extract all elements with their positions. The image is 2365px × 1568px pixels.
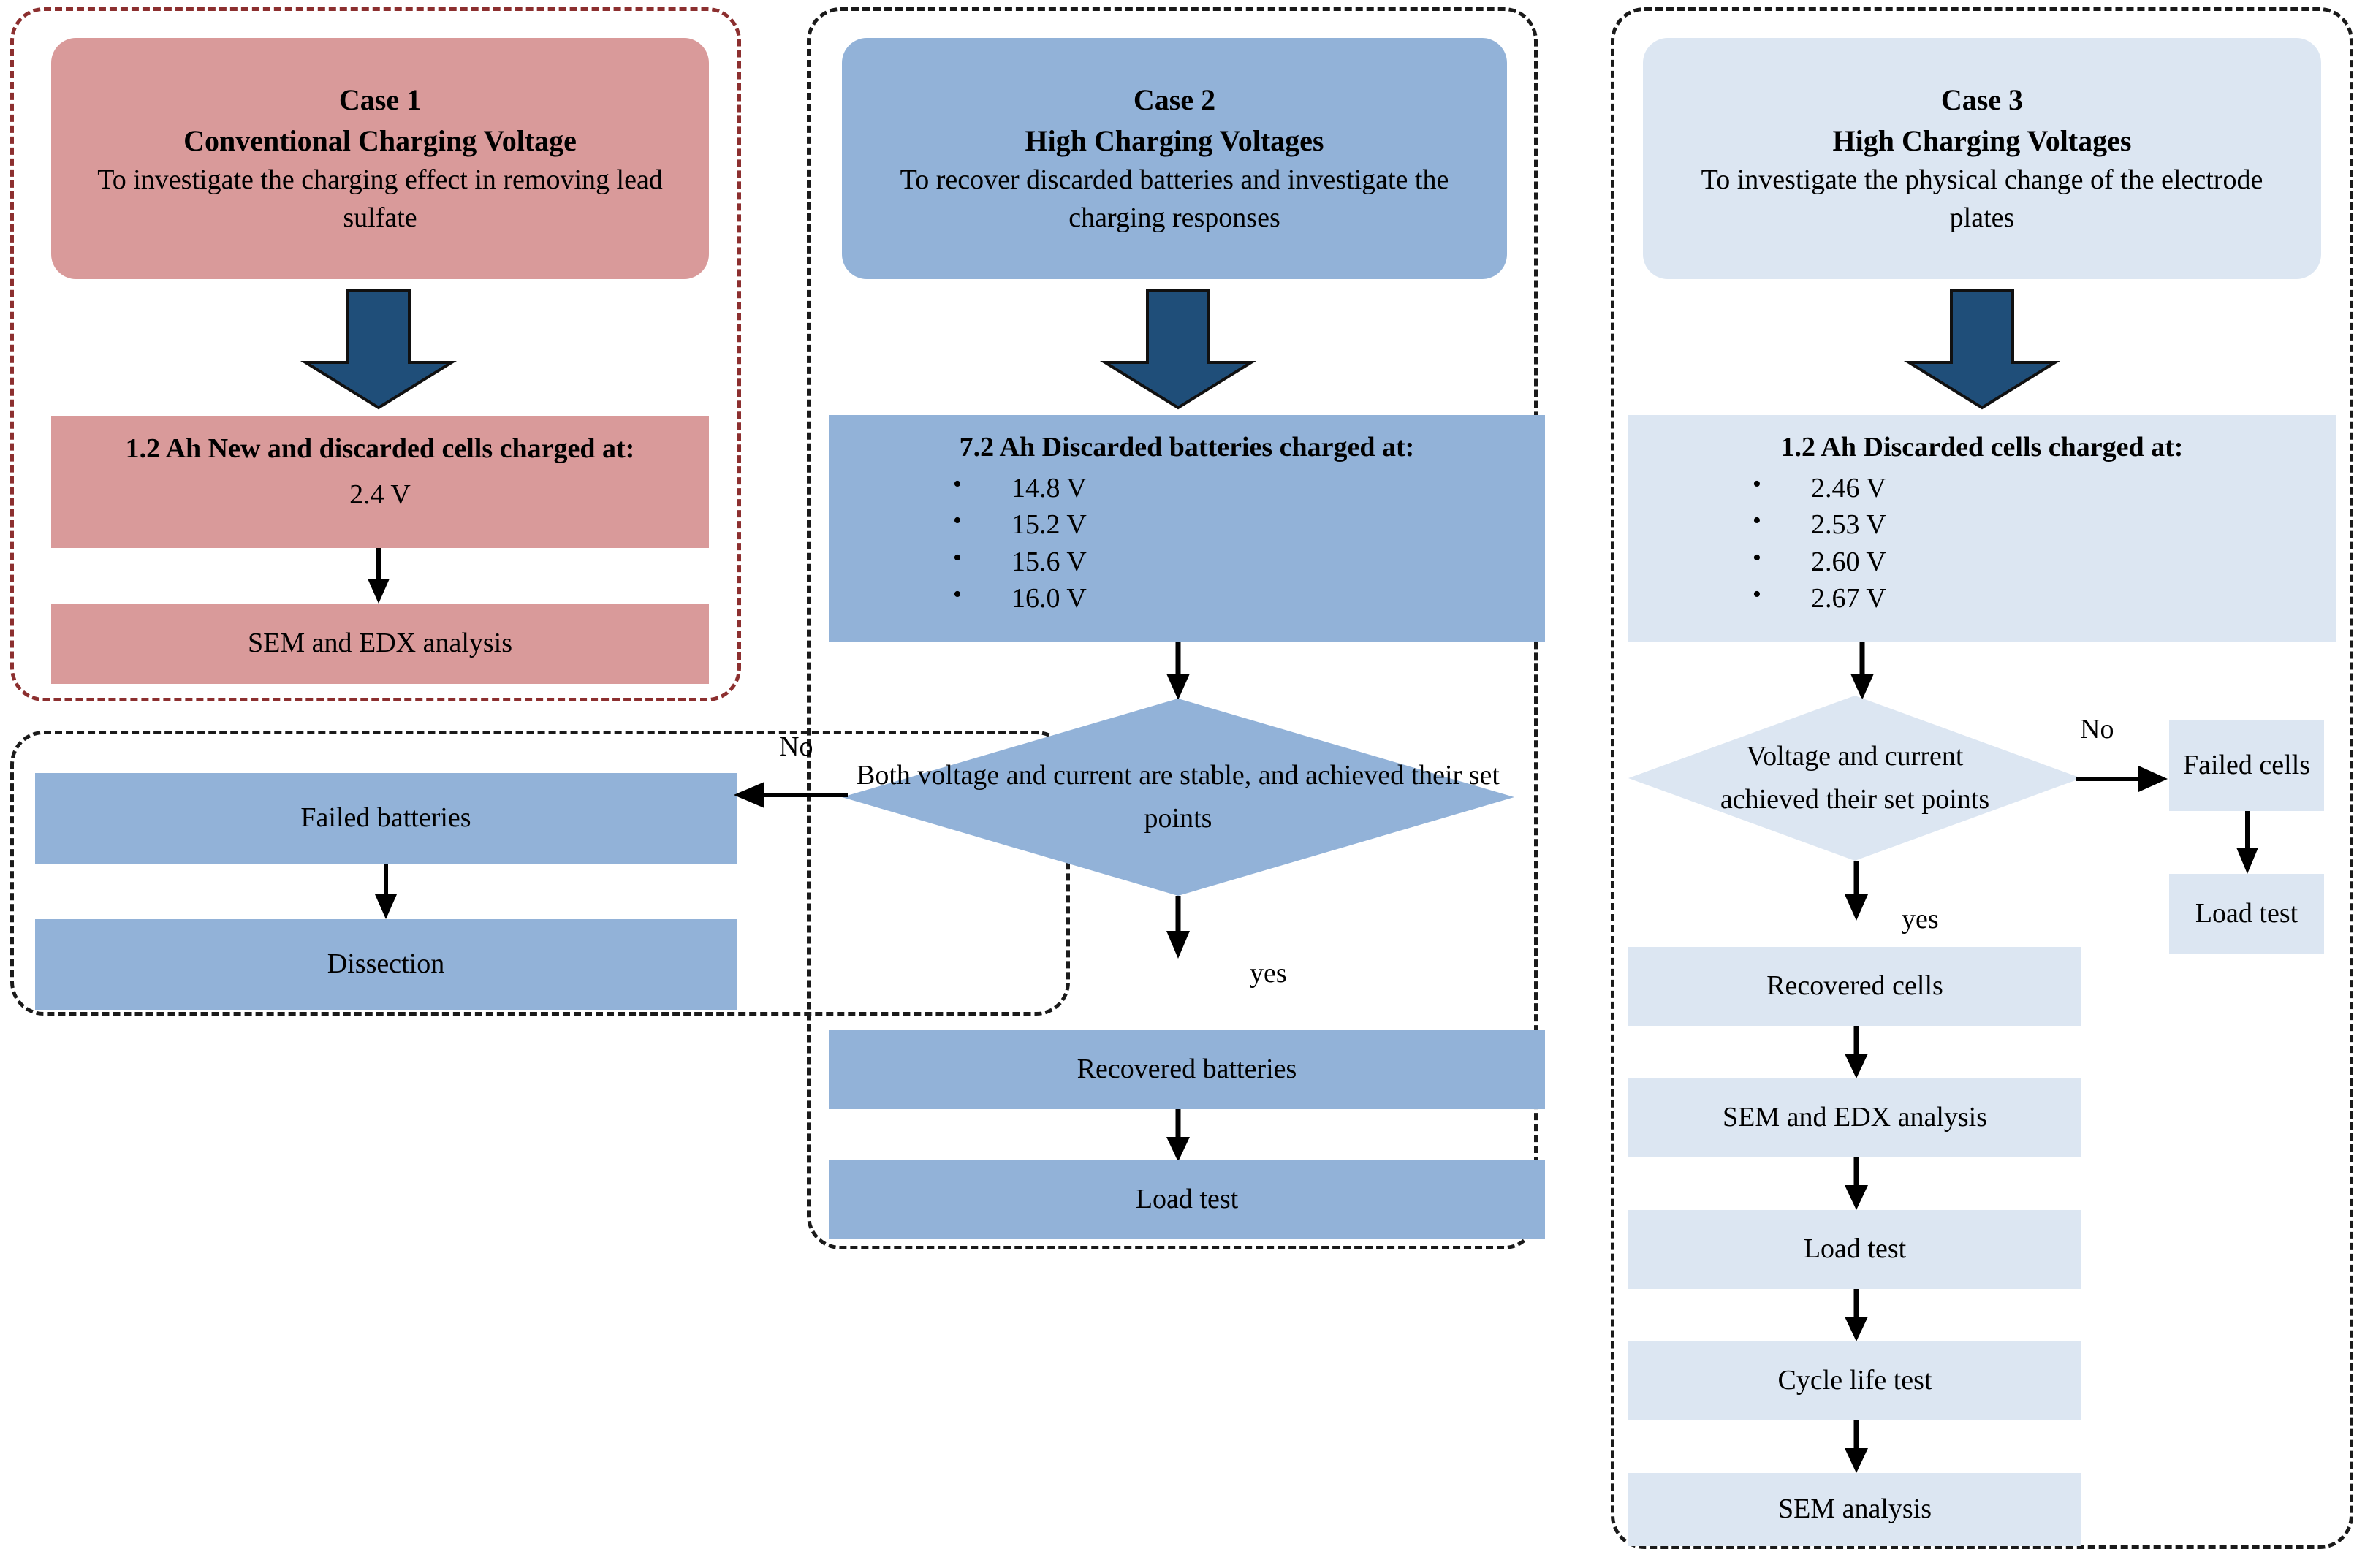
case-1-analysis-label: SEM and EDX analysis: [247, 628, 513, 659]
case-1-charge-box: 1.2 Ah New and discarded cells charged a…: [51, 416, 709, 548]
case-3-decision-text: Voltage and current achieved their set p…: [1720, 741, 1990, 815]
case-3-voltage-list: 2.46 V 2.53 V 2.60 V 2.67 V: [1628, 468, 2336, 617]
case-2-voltage-list: 14.8 V 15.2 V 15.6 V 16.0 V: [829, 468, 1545, 617]
case-3-sem-label: SEM analysis: [1777, 1493, 1932, 1525]
case-2-title: Case 2: [1133, 83, 1216, 117]
case-2-loadtest-label: Load test: [1135, 1184, 1239, 1215]
case-2-description: To recover discarded batteries and inves…: [900, 164, 1449, 234]
case-3-failed-loadtest-label: Load test: [2195, 898, 2298, 929]
case-3-no-label: No: [2080, 714, 2114, 745]
dissection-box: Dissection: [35, 919, 737, 1010]
case-3-failed-cells-box: Failed cells: [2169, 720, 2324, 811]
failed-batteries-connector: [373, 864, 399, 919]
case-1-analysis-box: SEM and EDX analysis: [51, 604, 709, 684]
case-2-decision-text: Both voltage and current are stable, and…: [857, 760, 1500, 834]
case-3-header-card: Case 3 High Charging Voltages To investi…: [1643, 38, 2321, 279]
case-3-sem-edx-box: SEM and EDX analysis: [1628, 1078, 2081, 1157]
case-1-group-frame: [10, 7, 741, 701]
case-1-charge-heading: 1.2 Ah New and discarded cells charged a…: [125, 433, 635, 464]
case-2-recovered-label: Recovered batteries: [1077, 1054, 1297, 1085]
case-3-sem-edx-label: SEM and EDX analysis: [1722, 1102, 1988, 1133]
case-3-charge-heading: 1.2 Ah Discarded cells charged at:: [1780, 432, 2184, 463]
case-3-connector-2: [1843, 1157, 1869, 1210]
case-3-connector-4: [1843, 1420, 1869, 1473]
case-3-loadtest-label: Load test: [1803, 1233, 1907, 1265]
case-3-connector-to-decision: [1849, 642, 1875, 700]
case-3-voltage-item: 2.60 V: [1628, 541, 2336, 580]
case-2-yes-branch-arrow: [1165, 896, 1191, 959]
case-2-voltage-item: 16.0 V: [829, 579, 1545, 617]
case-2-voltage-item: 14.8 V: [829, 468, 1545, 506]
case-3-voltage-item: 2.46 V: [1628, 468, 2336, 506]
case-2-decision-diamond: Both voltage and current are stable, and…: [842, 699, 1514, 896]
case-1-big-arrow: [300, 289, 458, 410]
case-3-connector-3: [1843, 1289, 1869, 1341]
case-3-failed-cells-label: Failed cells: [2182, 750, 2311, 781]
case-3-description: To investigate the physical change of th…: [1701, 164, 2263, 234]
case-3-recovered-label: Recovered cells: [1766, 970, 1943, 1002]
case-1-header-card: Case 1 Conventional Charging Voltage To …: [51, 38, 709, 279]
case-2-recovered-box: Recovered batteries: [829, 1030, 1545, 1109]
case-3-big-arrow: [1903, 289, 2061, 410]
case-1-description: To investigate the charging effect in re…: [97, 164, 663, 234]
case-3-failed-connector: [2235, 811, 2260, 874]
case-2-no-label: No: [779, 731, 813, 762]
failed-batteries-box: Failed batteries: [35, 773, 737, 864]
dissection-label: Dissection: [327, 948, 445, 980]
case-2-charge-box: 7.2 Ah Discarded batteries charged at: 1…: [829, 415, 1545, 642]
case-3-yes-branch-arrow: [1843, 861, 1869, 921]
failed-batteries-label: Failed batteries: [300, 802, 471, 834]
case-2-voltage-item: 15.2 V: [829, 505, 1545, 543]
case-2-connector-to-decision: [1165, 642, 1191, 700]
case-1-connector-1: [365, 548, 392, 604]
case-1-subtitle: Conventional Charging Voltage: [183, 123, 577, 157]
case-1-title: Case 1: [338, 83, 422, 117]
case-1-charge-value: 2.4 V: [349, 479, 411, 511]
case-3-cyclelife-label: Cycle life test: [1777, 1365, 1932, 1396]
case-3-voltage-item: 2.53 V: [1628, 505, 2336, 543]
case-2-subtitle: High Charging Voltages: [1025, 123, 1324, 157]
case-3-voltage-item: 2.67 V: [1628, 579, 2336, 617]
case-3-no-branch-arrow: [2076, 764, 2171, 793]
case-2-connector-to-loadtest: [1165, 1109, 1191, 1162]
case-3-subtitle: High Charging Voltages: [1832, 123, 2132, 157]
case-3-cyclelife-box: Cycle life test: [1628, 1341, 2081, 1420]
case-3-yes-label: yes: [1902, 904, 1939, 935]
case-3-failed-loadtest-box: Load test: [2169, 874, 2324, 954]
case-2-header-card: Case 2 High Charging Voltages To recover…: [842, 38, 1507, 279]
case-3-decision-diamond: Voltage and current achieved their set p…: [1628, 696, 2081, 861]
case-3-connector-1: [1843, 1026, 1869, 1078]
case-3-loadtest-box: Load test: [1628, 1210, 2081, 1289]
case-2-yes-label: yes: [1250, 958, 1287, 989]
case-3-group-frame: [1611, 7, 2353, 1549]
case-3-title: Case 3: [1940, 83, 2024, 117]
case-2-voltage-item: 15.6 V: [829, 541, 1545, 580]
case-2-no-branch-arrow: [731, 780, 848, 810]
case-2-loadtest-box: Load test: [829, 1160, 1545, 1239]
case-2-big-arrow: [1099, 289, 1257, 410]
failed-batteries-group-frame: [10, 731, 1070, 1016]
case-3-sem-box: SEM analysis: [1628, 1473, 2081, 1546]
case-2-charge-heading: 7.2 Ah Discarded batteries charged at:: [959, 432, 1415, 463]
case-3-charge-box: 1.2 Ah Discarded cells charged at: 2.46 …: [1628, 415, 2336, 642]
case-3-recovered-box: Recovered cells: [1628, 947, 2081, 1026]
